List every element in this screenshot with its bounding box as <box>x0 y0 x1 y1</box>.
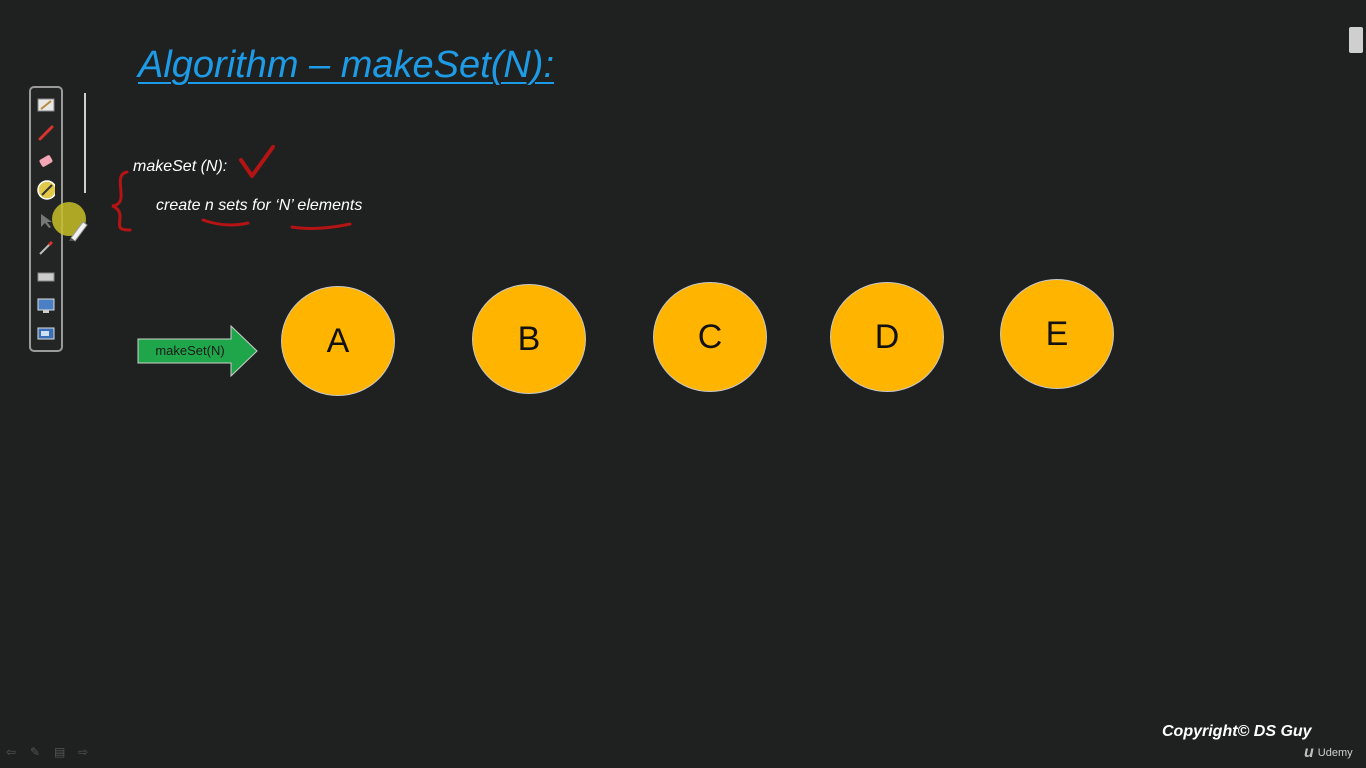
screen-capture-icon[interactable] <box>37 297 55 315</box>
display-icon[interactable] <box>37 326 55 344</box>
eraser-icon[interactable] <box>37 152 55 170</box>
slide-control-widget[interactable] <box>1349 27 1363 53</box>
next-icon[interactable]: ⇨ <box>78 745 89 759</box>
red-pen-icon[interactable] <box>37 124 55 142</box>
description-part-n-elements: ‘N’ elements <box>275 197 363 214</box>
pen-cursor-icon <box>69 221 88 242</box>
makeset-arrow-button[interactable]: makeSet(N) <box>137 325 259 377</box>
keyboard-icon[interactable] <box>37 268 55 286</box>
set-node-c: C <box>653 282 767 392</box>
description-part-n: n <box>204 197 214 214</box>
menu-icon[interactable]: ▤ <box>54 745 66 759</box>
set-node-b: B <box>472 284 586 394</box>
copyright-text: Copyright© DS Guy <box>1162 723 1312 740</box>
curly-brace <box>111 170 132 232</box>
makeset-label: makeSet (N): <box>133 158 228 175</box>
set-node-e: E <box>1000 279 1114 389</box>
checkmark-icon <box>239 145 275 178</box>
pen-icon[interactable]: ✎ <box>30 745 41 759</box>
udemy-label: Udemy <box>1317 747 1353 759</box>
divider-line <box>84 93 86 193</box>
note-icon[interactable] <box>37 96 55 114</box>
description-part: create <box>156 197 205 214</box>
udemy-mark-icon: u <box>1304 744 1314 761</box>
description-part: sets for <box>213 197 276 214</box>
set-node-a: A <box>281 286 395 396</box>
pointer-icon[interactable] <box>37 212 55 230</box>
underline-n-elements <box>290 222 352 230</box>
arrow-label: makeSet(N) <box>155 343 225 358</box>
previous-icon[interactable]: ⇦ <box>6 745 17 759</box>
highlighter-icon[interactable] <box>37 180 55 200</box>
arrow-shape <box>137 325 258 377</box>
udemy-logo: u Udemy <box>1304 744 1353 762</box>
underline-create-n <box>201 218 250 227</box>
slide-title: Algorithm – makeSet(N): <box>138 44 555 86</box>
marker-icon[interactable] <box>37 239 55 257</box>
makeset-description: create n sets for ‘N’ elements <box>156 197 362 215</box>
set-node-d: D <box>830 282 944 392</box>
player-mini-toolbar: ⇦ ✎ ▤ ⇨ <box>6 746 92 758</box>
